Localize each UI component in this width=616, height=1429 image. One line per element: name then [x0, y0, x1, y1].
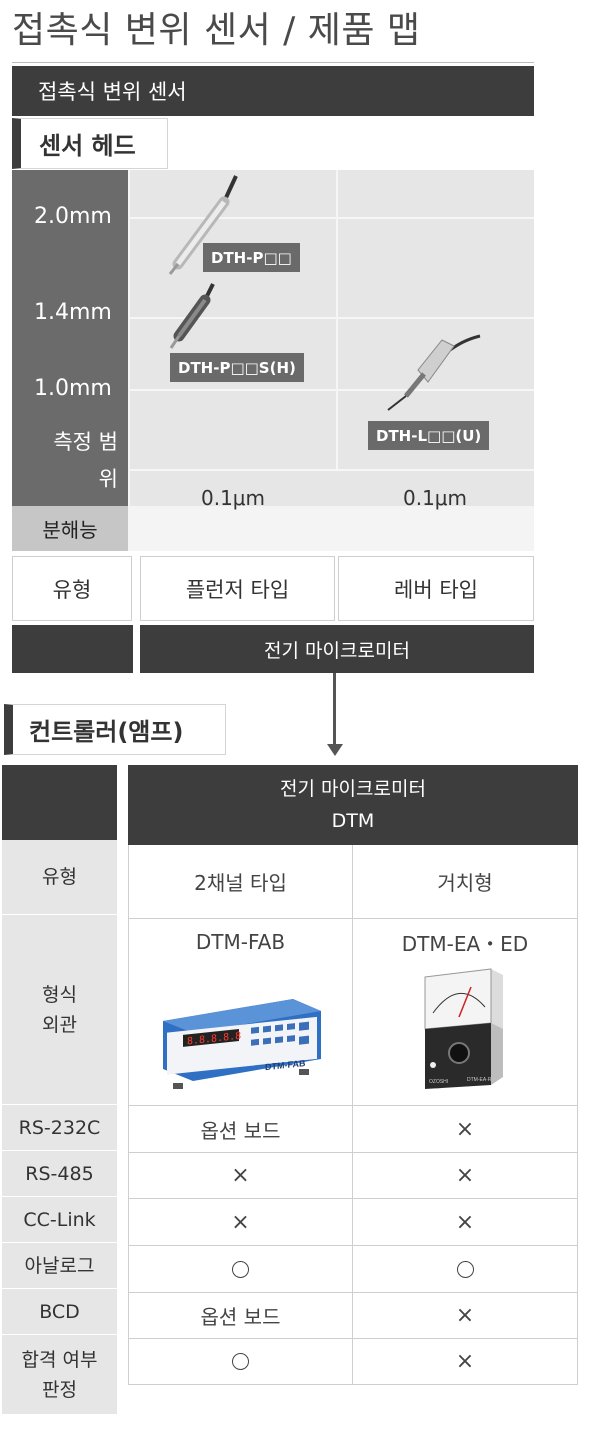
cell-judge-ea: ×	[353, 1339, 577, 1385]
row-label-judge-2: 판정	[42, 1378, 77, 1401]
grid-line	[128, 317, 534, 319]
row-label-model: 형식 외관	[2, 915, 117, 1105]
cell-analog-ea	[353, 1246, 577, 1293]
cell-model-ea: DTM-EA・ED OZOSHI DTM-EA·R	[353, 919, 577, 1106]
row-label-bcd: BCD	[2, 1289, 117, 1335]
range-label-1-4mm: 1.4mm	[34, 300, 112, 325]
cell-cclink-ea: ×	[353, 1199, 577, 1246]
resolution-value-lever: 0.1μm	[402, 486, 467, 510]
column-divider	[352, 845, 353, 1385]
model-name-ea: DTM-EA・ED	[401, 931, 529, 956]
dtm-ea-device-image: OZOSHI DTM-EA·R	[424, 968, 503, 1089]
row-label-model-1: 형식	[42, 983, 77, 1006]
analog-meter-model: DTM-EA·R	[467, 1077, 492, 1083]
plunger-sensor-image	[168, 175, 238, 275]
supported-circle-icon	[232, 1353, 249, 1370]
measuring-range-column	[12, 170, 128, 506]
cell-judge-fab	[129, 1339, 352, 1385]
resolution-band	[128, 506, 534, 551]
type-label: 유형	[12, 556, 132, 621]
dtm-fab-device-image: 8.8.8.8.8 DTM-FAB	[163, 999, 321, 1089]
row-label-rs485: RS-485	[2, 1151, 117, 1197]
controller-header: 전기 마이크로미터 DTM	[128, 765, 578, 845]
grid-line	[336, 170, 338, 470]
grid-line	[128, 389, 534, 391]
supported-circle-icon	[456, 1260, 474, 1278]
controller-header-title: 전기 마이크로미터	[280, 778, 426, 800]
cell-type-ea: 거치형	[353, 845, 577, 919]
product-label-dth-p: DTH-P□□	[203, 243, 300, 272]
controller-header-model: DTM	[331, 810, 375, 832]
cell-bcd-fab: 옵션 보드	[129, 1293, 352, 1339]
lever-sensor-image	[387, 334, 481, 411]
resolution-label: 분해능	[12, 506, 128, 551]
grid-line	[128, 217, 534, 219]
range-label-2mm: 2.0mm	[34, 204, 112, 229]
cell-rs485-ea: ×	[353, 1153, 577, 1199]
row-label-rs232c: RS-232C	[2, 1105, 117, 1151]
type-plunger: 플런저 타입	[140, 556, 335, 621]
page-title: 접촉식 변위 센서 / 제품 맵	[12, 10, 421, 51]
type-lever: 레버 타입	[338, 556, 534, 621]
section-tag-controller: 컨트롤러(앰프)	[4, 704, 226, 755]
table-corner	[2, 765, 117, 840]
cell-rs485-fab: ×	[129, 1153, 352, 1199]
section-header-sensor: 접촉식 변위 센서	[12, 66, 534, 116]
measuring-range-label: 측정 범	[53, 430, 118, 454]
cell-rs232c-fab: 옵션 보드	[129, 1106, 352, 1153]
row-label-cclink: CC-Link	[2, 1197, 117, 1243]
row-label-judge: 합격 여부 판정	[2, 1335, 117, 1415]
row-label-type: 유형	[2, 840, 117, 915]
measuring-range-label-cont: 위	[98, 467, 118, 491]
grid-line	[128, 170, 130, 516]
row-label-analog: 아날로그	[2, 1243, 117, 1289]
product-label-dth-p-s: DTH-P□□S(H)	[170, 353, 304, 382]
row-label-model-2: 외관	[42, 1013, 77, 1036]
controller-table-body	[128, 845, 578, 1385]
plunger-sensor-s-image	[169, 283, 215, 349]
fab-panel-label: DTM-FAB	[265, 1058, 306, 1072]
model-name-fab: DTM-FAB	[195, 930, 286, 954]
cell-type-fab: 2채널 타입	[129, 845, 352, 919]
supported-circle-icon	[232, 1260, 249, 1278]
cell-model-fab: DTM-FAB 8.8.8.8.8 DTM-FAB	[129, 919, 352, 1106]
section-tag-sensor-head: 센서 헤드	[12, 118, 168, 169]
divider	[12, 62, 534, 63]
product-label-dth-l: DTH-L□□(U)	[368, 421, 490, 450]
cell-cclink-fab: ×	[129, 1199, 352, 1246]
arrow-line	[333, 673, 336, 748]
row-label-judge-1: 합격 여부	[21, 1348, 98, 1371]
cell-analog-fab	[129, 1246, 352, 1293]
resolution-value-plunger: 0.1μm	[200, 486, 265, 510]
cell-bcd-ea: ×	[353, 1293, 577, 1339]
grid-line	[128, 469, 534, 471]
micrometer-bar: 전기 마이크로미터	[140, 625, 534, 673]
range-label-1mm: 1.0mm	[34, 376, 112, 401]
micrometer-bar-left	[12, 625, 133, 673]
cell-rs232c-ea: ×	[353, 1106, 577, 1153]
arrow-down-icon	[327, 744, 343, 756]
analog-meter-brand: OZOSHI	[429, 1079, 448, 1085]
